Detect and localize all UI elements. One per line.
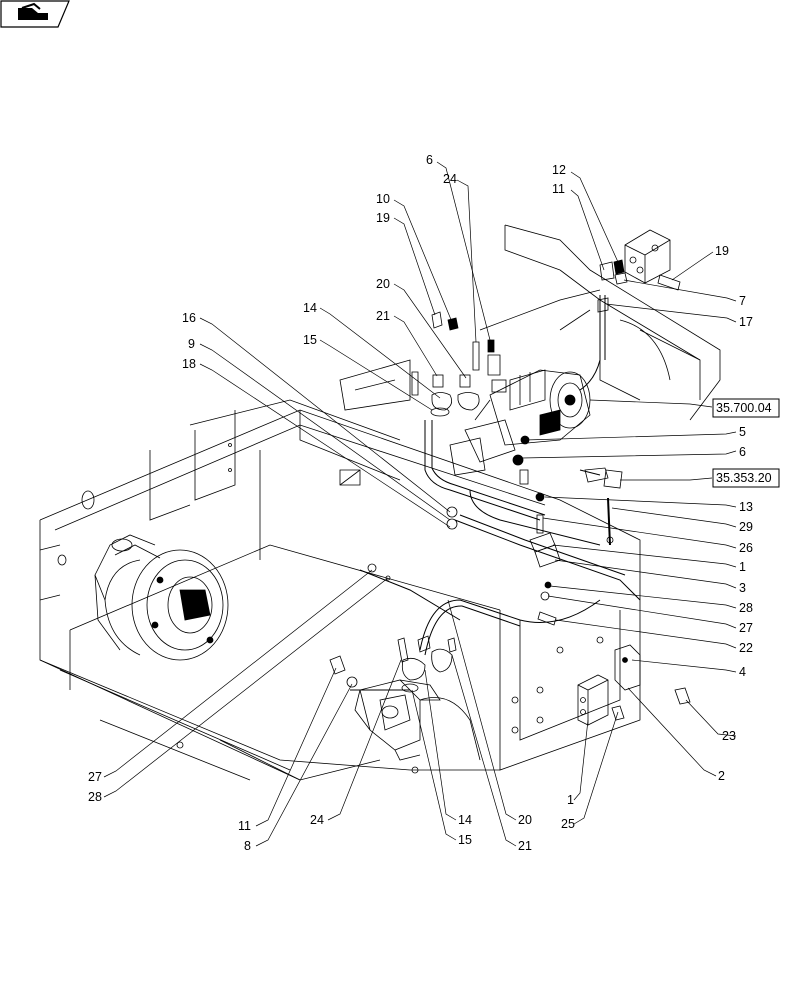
fittings	[329, 259, 691, 721]
callout-12: 12	[552, 163, 566, 177]
travel-motor-left	[94, 534, 229, 661]
callout-labels: 6 24 12 11 10 19 19 20 7 21 17 14 16 15 …	[88, 153, 772, 853]
callout-2: 2	[718, 769, 725, 783]
callout-16: 16	[182, 311, 196, 325]
callout-21-top: 21	[376, 309, 390, 323]
main-hydraulic-pump	[449, 369, 591, 485]
callout-1-lower: 1	[567, 793, 574, 807]
reference-box-35-700-04[interactable]	[712, 398, 780, 418]
callout-27-right: 27	[739, 621, 753, 635]
callout-4: 4	[739, 665, 746, 679]
callout-28-right: 28	[739, 601, 753, 615]
callout-23: 23	[722, 729, 736, 743]
callout-24-lower: 24	[310, 813, 324, 827]
bracket-plate	[614, 644, 641, 691]
callout-15-top: 15	[303, 333, 317, 347]
chassis-frame	[39, 224, 721, 781]
callout-20-top: 20	[376, 277, 390, 291]
callout-8: 8	[244, 839, 251, 853]
callout-6-top: 6	[426, 153, 433, 167]
callout-10: 10	[376, 192, 390, 206]
callout-11-top: 11	[552, 182, 565, 196]
callout-9: 9	[188, 337, 195, 351]
callout-1-right: 1	[739, 560, 746, 574]
reference-35-700-04: 35.700.04	[716, 401, 772, 415]
callout-13: 13	[739, 500, 753, 514]
reference-box-35-353-20[interactable]	[712, 468, 780, 488]
callout-6-right: 6	[739, 445, 746, 459]
callout-22: 22	[739, 641, 753, 655]
callout-7: 7	[739, 294, 746, 308]
reference-35-353-20: 35.353.20	[716, 471, 772, 485]
travel-motor-right	[354, 679, 441, 761]
callout-14-top: 14	[303, 301, 317, 315]
callout-24-top: 24	[443, 172, 457, 186]
leader-lines	[103, 161, 737, 847]
callout-28-lower: 28	[88, 790, 102, 804]
callout-20-lower: 20	[518, 813, 532, 827]
valve-block-lower	[577, 674, 609, 726]
callout-19-right: 19	[715, 244, 729, 258]
callout-17: 17	[739, 315, 753, 329]
hydraulic-hoses	[350, 295, 641, 691]
callout-14-lower: 14	[458, 813, 472, 827]
callout-15-lower: 15	[458, 833, 472, 847]
callout-25: 25	[561, 817, 575, 831]
callout-19-left: 19	[376, 211, 390, 225]
callout-18: 18	[182, 357, 196, 371]
callout-3: 3	[739, 581, 746, 595]
valve-block-upper	[624, 229, 671, 284]
callout-21-lower: 21	[518, 839, 532, 853]
callout-26: 26	[739, 541, 753, 555]
callout-27-lower: 27	[88, 770, 102, 784]
parts-catalog-back-icon[interactable]	[0, 0, 70, 28]
callout-29: 29	[739, 520, 753, 534]
callout-11-lower: 11	[238, 819, 251, 833]
callout-5: 5	[739, 425, 746, 439]
